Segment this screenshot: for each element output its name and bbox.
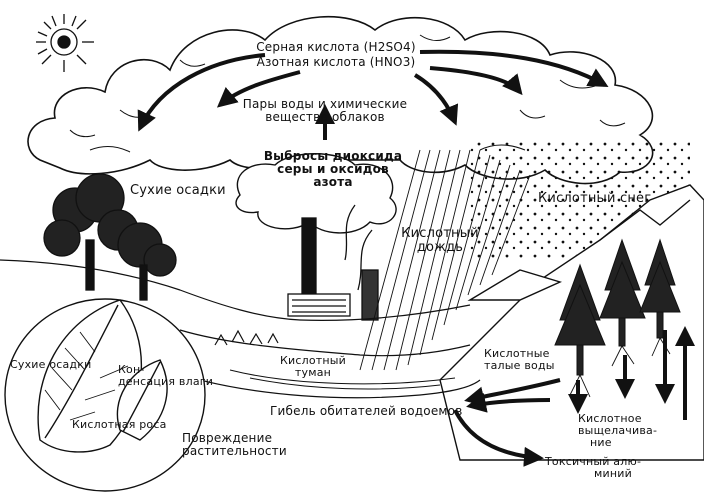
flow-arrows	[453, 326, 695, 467]
dry-deposition-label: Сухие осадки	[130, 183, 226, 198]
vegetation-damage-label-line2: растительности	[182, 444, 287, 458]
sulfuric-acid-label: Серная кислота (H2SO4)	[256, 40, 416, 54]
emissions-label-line2: серы и оксидов	[277, 162, 389, 176]
leaf-dry-deposition-label: Сухие осадки	[10, 358, 92, 371]
leaf-inset	[4, 298, 206, 492]
acid-fog-label-line2: туман	[294, 366, 332, 379]
acid-rain-label-line1: Кислотный	[401, 226, 479, 241]
vapor-label-line2: вещества облаков	[265, 110, 385, 124]
emissions-label-line3: азота	[313, 175, 353, 189]
conifer-trees	[554, 238, 681, 376]
toxic-aluminum-label-line2: миний	[594, 467, 632, 480]
acid-leaching-label-line1: Кислотное	[578, 412, 642, 425]
emissions-label-line1: Выбросы диоксида	[263, 149, 403, 163]
acid-fog-label-line1: Кислотный	[279, 354, 347, 367]
nitric-acid-label: Азотная кислота (HNO3)	[256, 55, 416, 69]
acid-leaching-label-line2: выщелачива-	[578, 424, 658, 437]
toxic-aluminum-label-line1: Токсичный алю-	[545, 455, 642, 468]
leaf-acid-dew-label: Кислотная роса	[72, 418, 167, 431]
factory-chimney	[287, 204, 379, 321]
left-trees	[43, 173, 177, 301]
acid-snow-label: Кислотный снег	[538, 191, 652, 206]
leaf-condensation-label-line2: денсация влаги	[118, 375, 214, 388]
aquatic-death-label: Гибель обитателей водоемов	[270, 404, 463, 418]
smoke-plume	[235, 153, 397, 234]
cloud-circulation-arrows	[137, 49, 609, 140]
sun-icon	[36, 14, 94, 72]
vegetation-damage-label-line1: Повреждение	[182, 431, 273, 445]
acid-meltwater-label-line1: Кислотные	[484, 347, 550, 360]
acid-leaching-label-line3: ние	[590, 436, 612, 449]
leaf-condensation-label-line1: Кон-	[118, 363, 145, 376]
lake	[229, 369, 456, 390]
acid-rain-label-line2: дождь	[416, 240, 464, 255]
vapor-label-line1: Пары воды и химические	[242, 97, 408, 111]
root-lines	[569, 337, 671, 398]
landscape-lines	[0, 259, 481, 399]
acid-meltwater-label-line2: талые воды	[484, 359, 555, 372]
